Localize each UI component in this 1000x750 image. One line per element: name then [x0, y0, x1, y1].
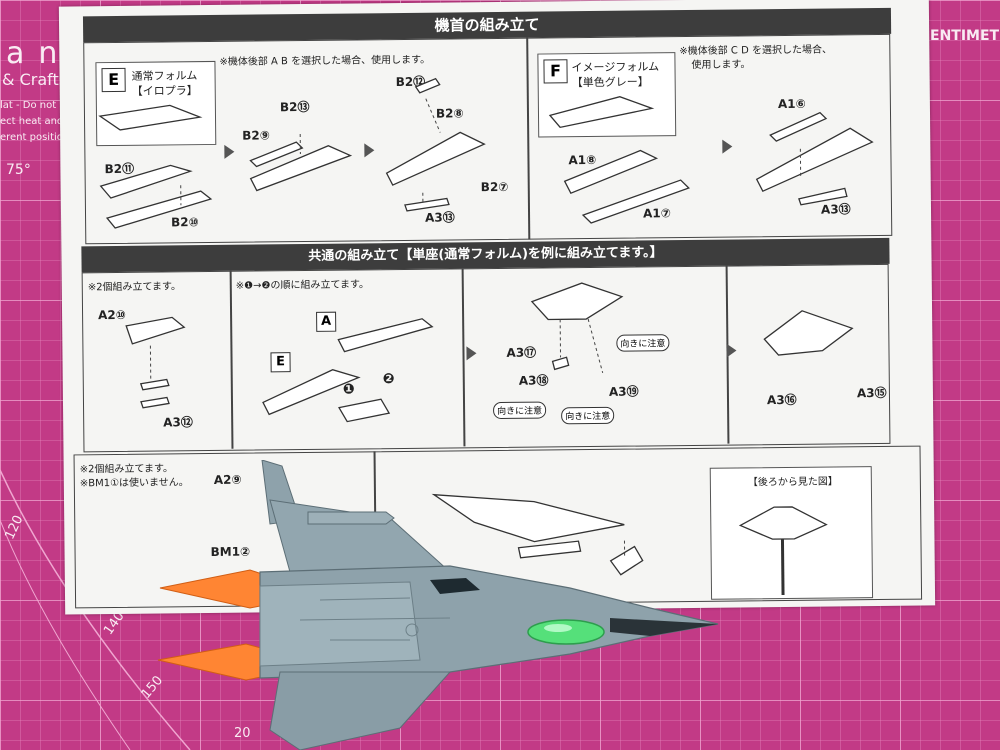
nose-part-drawing — [99, 164, 193, 199]
common-part-drawing — [125, 316, 186, 345]
rear-view-drawing — [738, 506, 828, 540]
assembled-model — [157, 460, 719, 750]
nose-part-drawing — [105, 190, 213, 229]
mat-centimeter-label: ENTIMET — [930, 28, 1000, 44]
nose-part-drawing — [98, 104, 203, 131]
nose-part-drawing — [385, 131, 486, 186]
common-part-drawing — [763, 310, 854, 356]
model-orange-nozzle — [157, 643, 277, 681]
nose-part-drawing — [798, 187, 848, 206]
mat-brand-text: an — [6, 36, 72, 71]
model-lower-wing — [269, 671, 452, 750]
model-upper-wing — [269, 499, 452, 573]
common-part-drawing — [262, 369, 361, 416]
nose-part-drawing — [548, 96, 655, 129]
mat-angle-label: 20 — [234, 726, 251, 741]
mat-warning-text: lat - Do not ro — [0, 100, 70, 111]
nose-part-drawing — [404, 197, 450, 212]
instruction-sheet: 機首の組み立て E 通常フォルム 【イロプラ】 ※機体後部 A B を選択した場… — [58, 0, 936, 615]
model-intake — [430, 578, 480, 594]
model-missile — [307, 511, 395, 525]
model-canopy — [527, 619, 605, 645]
nose-part-drawing — [769, 111, 828, 142]
common-part-drawing — [530, 282, 624, 321]
common-part-drawing — [338, 398, 391, 423]
common-part-drawing — [337, 318, 434, 353]
mat-warning-text: ect heat and — [0, 116, 64, 127]
instruction-drawings — [98, 77, 874, 596]
mat-angle-label: 75° — [6, 162, 31, 178]
nose-part-drawing — [249, 145, 353, 192]
final-aircraft-drawing — [431, 493, 625, 543]
nose-part-drawing — [581, 179, 690, 224]
common-part-drawing — [139, 378, 170, 391]
model-nose-tip — [610, 618, 718, 636]
common-part-drawing — [140, 396, 170, 409]
stand-drawing — [609, 545, 644, 576]
nose-part-drawing — [563, 149, 659, 195]
mat-brand-subtext: & Crafts — [2, 70, 68, 89]
common-part-drawing — [551, 356, 570, 371]
nose-part-drawing — [249, 141, 304, 168]
rear-view-stand — [780, 539, 785, 596]
final-aircraft-drawing — [517, 540, 582, 559]
model-engine-block — [259, 581, 421, 667]
nose-part-drawing — [414, 77, 441, 94]
nose-part-drawing — [755, 127, 874, 193]
mat-warning-text: erent position — [0, 132, 70, 143]
